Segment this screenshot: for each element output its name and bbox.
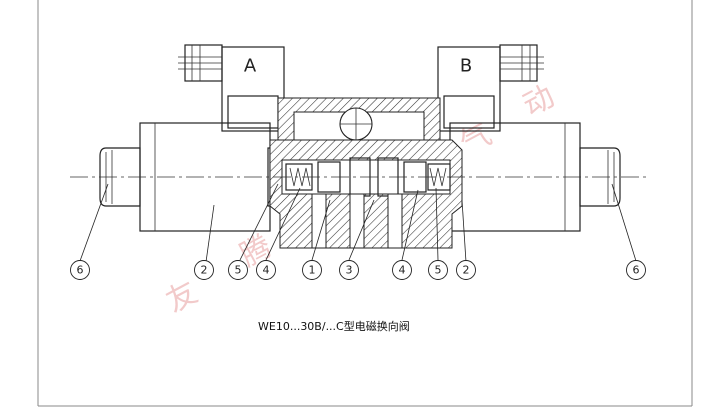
watermark-char-6: 动: [517, 79, 560, 124]
callout-1: 1: [309, 264, 316, 277]
solenoid-label-a: A: [244, 56, 257, 77]
leader-lines: [79, 183, 637, 263]
callout-4-right: 4: [399, 264, 406, 277]
callout-5-right: 5: [435, 264, 442, 277]
callout-6-left: 6: [77, 264, 84, 277]
callout-3: 3: [346, 264, 353, 277]
solenoid-label-b: B: [460, 56, 472, 77]
callout-5-left: 5: [235, 264, 242, 277]
diagram-caption: WE10...30B/...C型电磁换向阀: [258, 319, 410, 333]
callout-2-left: 2: [201, 264, 208, 277]
callout-2-right: 2: [463, 264, 470, 277]
callout-4-left: 4: [263, 264, 270, 277]
callout-6-right: 6: [633, 264, 640, 277]
valve-body-section: [269, 97, 463, 249]
drawing-frame: [37, 0, 693, 407]
left-solenoid: A: [99, 44, 289, 232]
watermark-char-1: 友: [160, 275, 203, 320]
callouts: 6 2 5 4 1 3 4 5 2 6: [70, 260, 646, 280]
